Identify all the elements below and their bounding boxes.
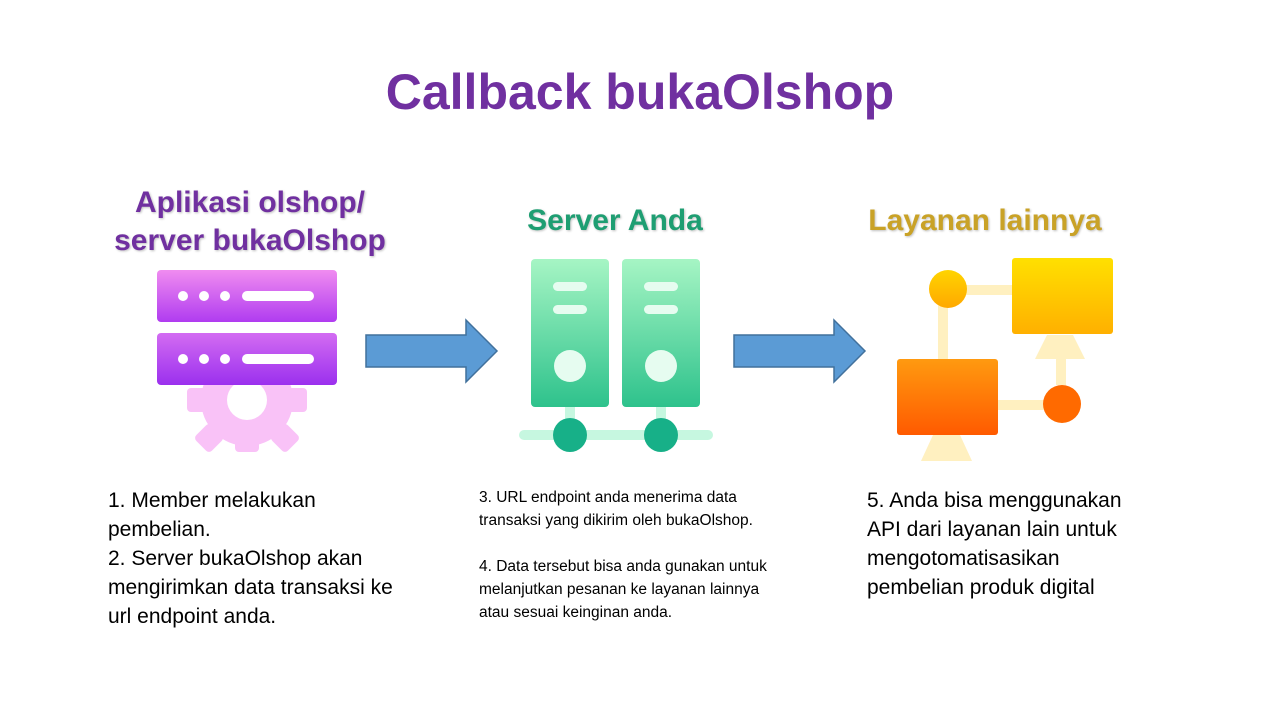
page-title: Callback bukaOlshop [385,64,895,120]
description-layanan: 5. Anda bisa menggunakan API dari layana… [867,486,1157,602]
server-gear-icon [157,270,337,452]
description-step: 2. Server bukaOlshop akan mengirimkan da… [108,547,393,628]
arrow-right-icon [733,318,867,384]
description-olshop: 1. Member melakukan pembelian. 2. Server… [108,486,408,631]
description-step: 4. Data tersebut bisa anda gunakan untuk… [479,558,767,621]
column-heading-line: server bukaOlshop [114,224,386,257]
server-rack-icon [519,259,713,452]
column-heading-olshop: Aplikasi olshop/ server bukaOlshop [90,184,410,260]
network-computers-icon [897,258,1113,461]
description-step: 3. URL endpoint anda menerima data trans… [479,489,753,529]
description-step: 1. Member melakukan pembelian. [108,489,316,541]
column-heading-layanan: Layanan lainnya [868,204,1102,237]
column-heading-server: Server Anda [527,204,703,237]
arrow-right-icon [365,318,499,384]
description-server: 3. URL endpoint anda menerima data trans… [479,486,779,624]
description-step: 5. Anda bisa menggunakan API dari layana… [867,489,1122,599]
column-heading-line: Aplikasi olshop/ [134,186,366,219]
